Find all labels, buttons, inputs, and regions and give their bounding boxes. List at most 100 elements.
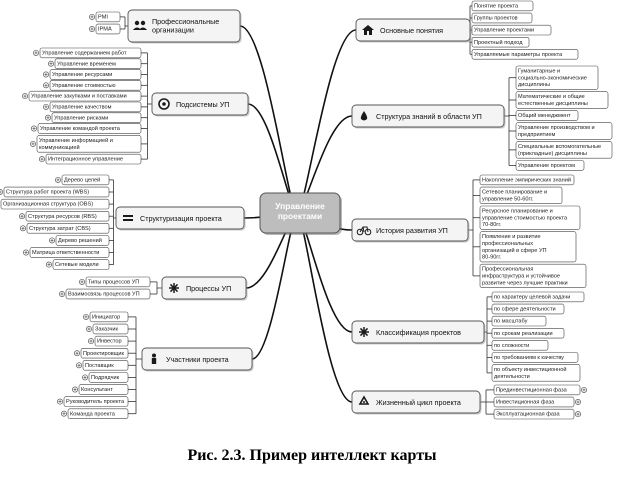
collapse-toggle[interactable]	[57, 398, 63, 405]
topic-node[interactable]: Подсистемы УП	[151, 92, 250, 117]
topic-node[interactable]: Процессы УП	[161, 276, 248, 301]
topic-node[interactable]: Участники проекта	[141, 347, 254, 372]
leaf-node[interactable]: IPMA	[89, 23, 121, 35]
leaf-node[interactable]: Управление качеством	[43, 101, 142, 113]
leaf-node[interactable]: Структура ресурсов (RBS)	[19, 211, 110, 222]
topic-node[interactable]: Жизненный цикл проекта	[351, 390, 482, 415]
leaf-node[interactable]: Инициатор	[83, 311, 129, 323]
leaf-node[interactable]: Поставщик	[76, 360, 129, 371]
leaf-node[interactable]: Интеграционное управление	[39, 153, 142, 165]
collapse-toggle[interactable]	[74, 350, 80, 357]
leaf-node[interactable]: Управление проектами	[471, 24, 552, 36]
leaf-node[interactable]: Эксплуатационная фаза	[493, 408, 581, 420]
collapse-toggle[interactable]	[55, 176, 61, 183]
leaf-node[interactable]: Специальные вспомогательные(прикладные) …	[515, 141, 613, 159]
collapse-toggle[interactable]	[49, 237, 55, 244]
topic-node[interactable]: Структура знаний в области УП	[351, 104, 506, 129]
leaf-node[interactable]: Типы процессов УП	[79, 276, 151, 288]
leaf-node[interactable]: по требованиям к качеству	[491, 352, 579, 363]
collapse-toggle[interactable]	[89, 26, 95, 32]
leaf-node[interactable]: Дерево целей	[55, 174, 110, 186]
collapse-toggle[interactable]	[20, 225, 26, 232]
collapse-toggle[interactable]	[46, 261, 52, 268]
leaf-node[interactable]: Организационная структура (OBS)	[0, 198, 110, 210]
leaf-node[interactable]: Взаимосвязь процессов УП	[59, 288, 151, 300]
leaf-node[interactable]: по сфере деятельности	[491, 303, 565, 315]
leaf-node[interactable]: по масштабу	[491, 315, 547, 327]
leaf-node[interactable]: Матрица ответственности	[23, 247, 110, 258]
collapse-toggle[interactable]	[33, 49, 39, 56]
leaf-node[interactable]: по срокам реализации	[491, 327, 565, 339]
collapse-toggle[interactable]	[30, 140, 36, 147]
collapse-toggle[interactable]	[61, 410, 67, 417]
leaf-node[interactable]: Управление содержанием работ	[33, 47, 142, 59]
leaf-node[interactable]: Структура работ проекта (WBS)	[0, 186, 110, 198]
collapse-toggle[interactable]	[0, 189, 3, 195]
collapse-toggle[interactable]	[59, 291, 65, 297]
leaf-node[interactable]: Понятие проекта	[471, 0, 534, 12]
leaf-node[interactable]: Накопление эмпирических знаний	[479, 174, 575, 186]
leaf-node[interactable]: Управление рисками	[45, 112, 142, 123]
leaf-node[interactable]: Команда проекта	[61, 408, 129, 419]
leaf-node[interactable]: Управляемые параметры проекта	[471, 49, 579, 60]
leaf-node[interactable]: Управление командой проекта	[31, 123, 142, 134]
collapse-toggle[interactable]	[39, 156, 45, 163]
leaf-node[interactable]: Общий менеджмент	[515, 110, 579, 121]
leaf-node[interactable]: Проектировщик	[74, 347, 129, 359]
leaf-node[interactable]: Сетевые модели	[46, 259, 110, 270]
leaf-node[interactable]: по сложности	[491, 340, 549, 351]
collapse-toggle[interactable]	[43, 103, 49, 110]
leaf-node[interactable]: Группы проектов	[471, 12, 533, 24]
leaf-node[interactable]: Управление ресурсами	[43, 69, 142, 80]
collapse-toggle[interactable]	[22, 93, 28, 100]
collapse-toggle[interactable]	[88, 338, 94, 345]
collapse-toggle[interactable]	[48, 60, 54, 67]
leaf-node[interactable]: Прединвестиционная фаза	[493, 384, 587, 396]
leaf-node[interactable]: Инвестиционная фаза	[493, 396, 581, 408]
leaf-node[interactable]: Проектный подход	[471, 36, 530, 48]
collapse-toggle[interactable]	[72, 386, 78, 393]
leaf-node[interactable]: Управление временем	[48, 58, 142, 69]
leaf-node[interactable]: Руководитель проекта	[57, 396, 129, 407]
collapse-toggle[interactable]	[89, 13, 95, 20]
collapse-toggle[interactable]	[23, 249, 29, 256]
topic-node[interactable]: Основные понятия	[355, 18, 472, 43]
leaf-node[interactable]: Заказчик	[86, 323, 129, 335]
collapse-toggle[interactable]	[76, 362, 82, 369]
collapse-toggle[interactable]	[79, 278, 85, 285]
collapse-toggle[interactable]	[43, 71, 49, 78]
leaf-node[interactable]: Дерево решений	[49, 235, 110, 246]
collapse-toggle[interactable]	[45, 114, 51, 121]
topic-node[interactable]: История развития УП	[351, 218, 470, 243]
topic-node[interactable]: Классификация проектов	[351, 320, 486, 345]
leaf-node[interactable]: Структура затрат (CBS)	[20, 223, 110, 234]
leaf-node[interactable]: Управление закупками и поставками	[22, 90, 142, 102]
collapse-toggle[interactable]	[31, 125, 37, 132]
leaf-node[interactable]: PMI	[89, 11, 121, 23]
leaf-node[interactable]: Управление проектом	[515, 160, 585, 171]
collapse-toggle[interactable]	[86, 326, 92, 332]
leaf-node[interactable]: по характеру целевой задачи	[491, 291, 585, 303]
collapse-toggle[interactable]	[19, 213, 25, 220]
collapse-toggle[interactable]	[82, 374, 88, 381]
collapse-toggle[interactable]	[43, 82, 49, 89]
collapse-toggle[interactable]	[83, 313, 89, 320]
collapse-toggle[interactable]	[581, 386, 587, 393]
collapse-toggle[interactable]	[575, 411, 581, 418]
topic-node[interactable]: Структуризация проекта	[115, 206, 246, 231]
collapse-toggle[interactable]	[575, 399, 581, 405]
leaf-node[interactable]: Инвестор	[88, 335, 129, 347]
leaf-node[interactable]: Подрядчик	[82, 372, 129, 383]
leaf-node[interactable]: Управление стоимостью	[43, 80, 142, 91]
